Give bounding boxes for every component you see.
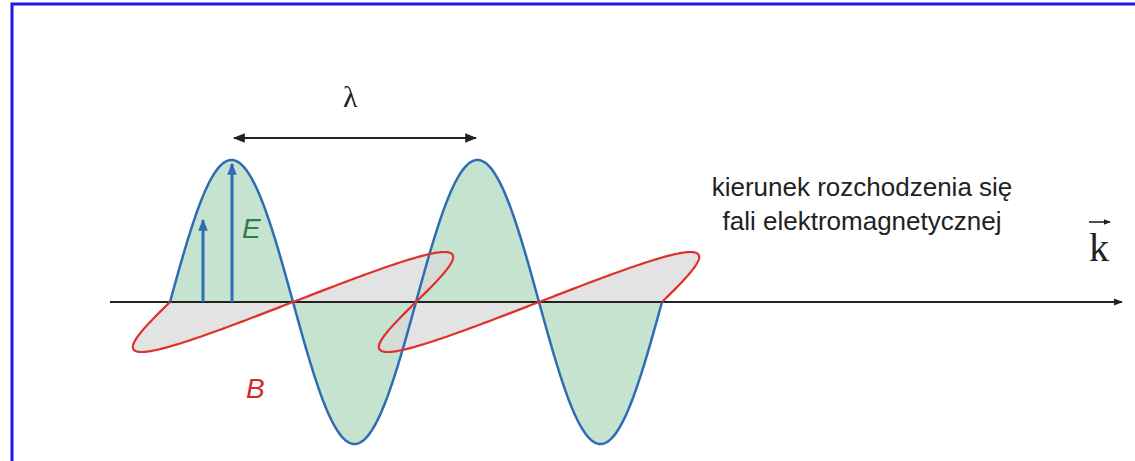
- vector-arrow: [1089, 221, 1110, 223]
- wavelength-symbol-holder: λ: [343, 80, 358, 113]
- direction-note: kierunek rozchodzenia się fali elektroma…: [705, 170, 1019, 239]
- frame: [12, 4, 1135, 461]
- field-symbol: E: [242, 214, 261, 245]
- b-field-wave: [133, 252, 699, 352]
- wavelength-symbol: λ: [343, 80, 358, 113]
- wavelength-arrow: [234, 137, 476, 139]
- field-symbol-holder: E: [242, 214, 261, 245]
- vector-symbol: k: [1089, 226, 1109, 270]
- e-vector: [202, 220, 205, 302]
- field-symbol: B: [246, 374, 265, 405]
- direction-note-holder: kierunek rozchodzenia się fali elektroma…: [705, 170, 1019, 239]
- vector-symbol-holder: k: [1089, 226, 1109, 270]
- propagation-axis: [110, 301, 1122, 303]
- e-vector: [231, 164, 234, 302]
- field-symbol-holder: B: [246, 374, 265, 405]
- b-field-wave: [133, 252, 699, 352]
